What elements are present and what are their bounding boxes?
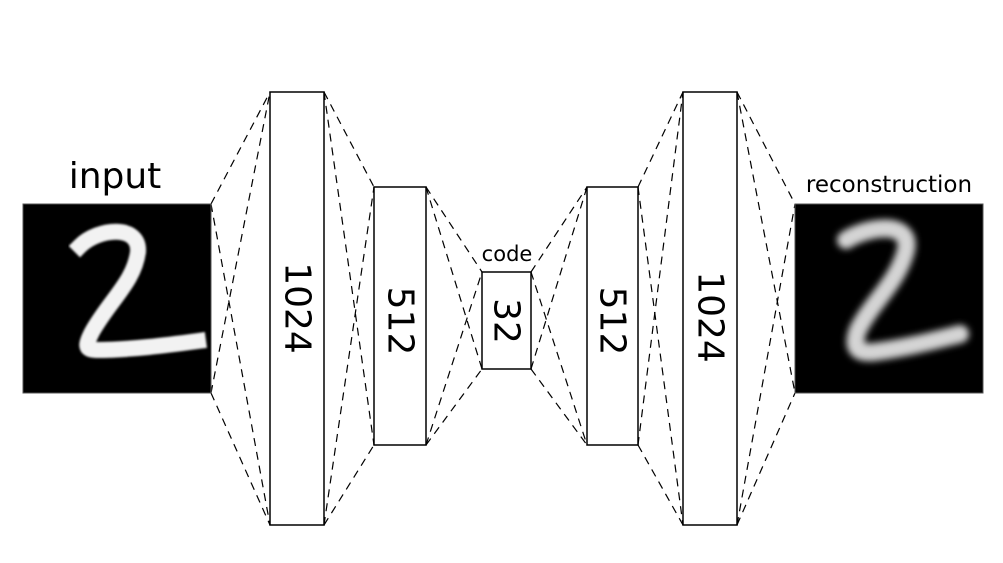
layer-label-enc1: 1024 bbox=[277, 262, 318, 354]
input-label: input bbox=[69, 156, 162, 197]
layer-label-enc2: 512 bbox=[380, 287, 421, 356]
digit-two-input bbox=[68, 223, 207, 358]
layer-box-code bbox=[481, 271, 532, 370]
dashed-connections bbox=[210, 91, 796, 526]
input-image bbox=[22, 203, 212, 394]
layer-box-dec1 bbox=[682, 91, 738, 526]
layer-box-enc2 bbox=[373, 186, 427, 446]
layer-label-code: 32 bbox=[486, 298, 527, 344]
layer-label-dec1: 1024 bbox=[690, 271, 731, 363]
layer-box-dec2 bbox=[586, 186, 639, 446]
layer-box-enc1 bbox=[269, 91, 325, 526]
digit-two-reconstruction bbox=[837, 219, 969, 362]
reconstruction-image bbox=[794, 203, 984, 394]
layer-label-dec2: 512 bbox=[592, 287, 633, 356]
reconstruction-label: reconstruction bbox=[806, 172, 972, 198]
code-label: code bbox=[482, 242, 533, 266]
